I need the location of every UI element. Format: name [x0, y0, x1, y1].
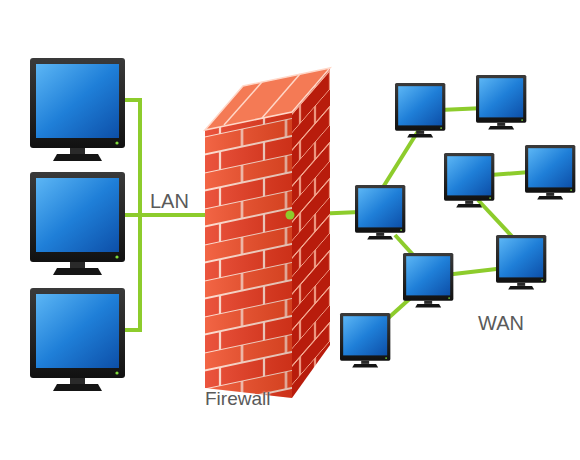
- brick-wall-part: [224, 82, 262, 125]
- firewall-wall: Firewall: [195, 60, 345, 422]
- wan-computers-part: [496, 235, 546, 290]
- lan-wires-part: [140, 213, 215, 217]
- node-label: Firewall: [205, 388, 270, 410]
- brick-wall-part: [262, 74, 300, 118]
- lan-label: LAN: [150, 190, 189, 213]
- lan-computers-part: [30, 288, 125, 391]
- brick-wall-part: [205, 68, 330, 130]
- wan-label: WAN: [478, 312, 524, 335]
- brick-wall-part: [205, 112, 292, 398]
- wan-computers-part: [476, 75, 526, 130]
- wan-computers-part: [403, 253, 453, 308]
- brick-wall-part: [205, 112, 292, 398]
- lan-wires: [124, 98, 215, 332]
- lan-computers-part: [30, 58, 125, 161]
- wan-computers-part: [395, 83, 445, 138]
- brick-wall-part: [292, 68, 330, 398]
- wan-computers-part: [525, 145, 575, 200]
- wan-wires-part: [490, 172, 530, 175]
- wan-computers-part: [355, 185, 405, 240]
- wan-wires-part: [380, 128, 420, 192]
- brick-wall: [195, 60, 345, 405]
- lan-computers: [30, 58, 125, 391]
- brick-wall-part: [286, 211, 295, 220]
- wan-computers-part: [340, 313, 390, 368]
- lan-computers-part: [30, 172, 125, 275]
- wan-computers: [340, 75, 575, 368]
- wan-computers-part: [444, 153, 494, 208]
